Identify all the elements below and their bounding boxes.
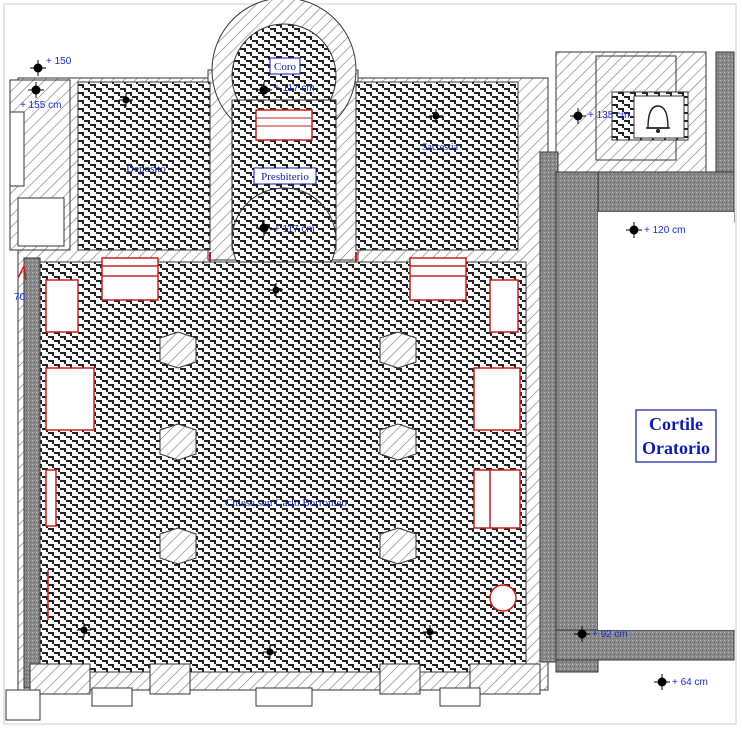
- level-135: + 135 cm: [588, 110, 629, 121]
- bell-icon: [646, 105, 670, 133]
- piers: [29, 331, 541, 695]
- level-70: 70: [14, 292, 26, 303]
- level-150: + 150: [46, 56, 72, 67]
- entry-steps: [5, 687, 481, 721]
- level-markers: + 150 + 155 cm + 117 cm + 117 cm + 135 c…: [14, 56, 708, 690]
- deposit-label: Deposito: [126, 163, 166, 175]
- courtyard-label-box: [635, 409, 717, 463]
- nave-label: Chiesa san Carlo Borromeo: [225, 497, 347, 509]
- courtyard-label-line1: Cortile: [649, 414, 703, 434]
- courtyard: [555, 171, 735, 673]
- courtyard-label-line2: Oratorio: [642, 438, 710, 458]
- level-120: + 120 cm: [644, 225, 685, 236]
- left-rooms: [9, 111, 65, 247]
- upper-rooms: [77, 81, 519, 251]
- level-92: + 92 cm: [592, 629, 628, 640]
- fixtures: [45, 257, 521, 620]
- level-117-presbytery: + 117 cm: [274, 224, 315, 235]
- level-155: + 155 cm: [20, 100, 61, 111]
- choir-label: Coro: [274, 61, 297, 73]
- sacristy-label: Sacrestia: [422, 142, 459, 153]
- nave: [23, 151, 559, 689]
- level-marker: [30, 60, 46, 76]
- level-117-choir: + 117 cm: [274, 83, 315, 94]
- level-64: + 64 cm: [672, 677, 708, 688]
- presbytery-label: Presbiterio: [261, 171, 309, 183]
